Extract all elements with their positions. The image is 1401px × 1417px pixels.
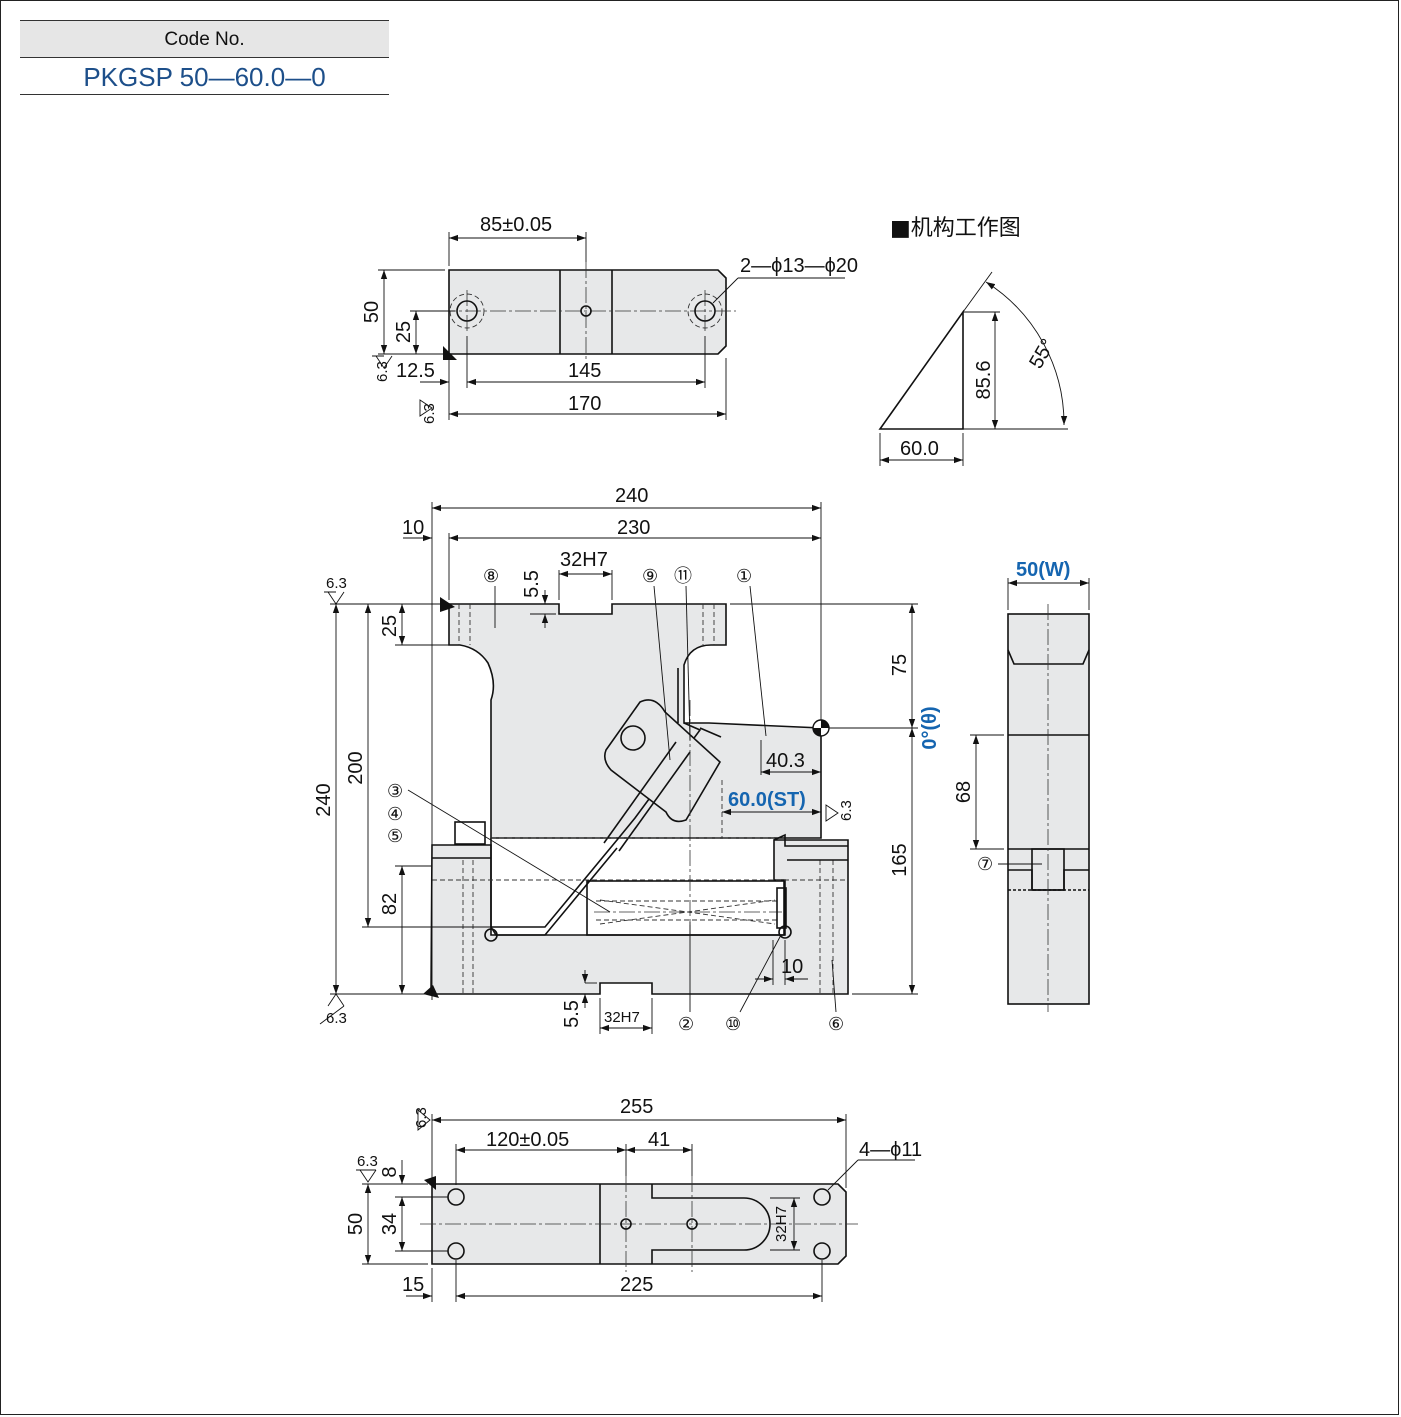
dim-82: 82 <box>379 893 401 915</box>
dim-32h7-bottom: 32H7 <box>604 1009 640 1026</box>
dim-12-5: 12.5 <box>396 360 435 382</box>
dim-32h7-top: 32H7 <box>560 549 608 571</box>
dim-34: 34 <box>379 1213 401 1235</box>
bottom-hole-callout: 4—ϕ11 <box>859 1139 922 1161</box>
part-3: ③ <box>387 781 403 802</box>
dim-60-0: 60.0 <box>900 438 939 460</box>
part-2: ② <box>678 1014 694 1035</box>
part-7: ⑦ <box>977 854 993 875</box>
dim-240-top: 240 <box>615 485 648 507</box>
side-view: 50(W) 68 ⑦ <box>953 559 1090 1012</box>
dim-8: 8 <box>379 1166 401 1177</box>
bottom-view: 255 120±0.05 41 50 34 8 32H7 15 225 4—ϕ1… <box>345 1096 922 1302</box>
dim-170: 170 <box>568 393 601 415</box>
dim-25-front: 25 <box>379 615 401 637</box>
dim-5-5-bottom: 5.5 <box>561 1000 583 1028</box>
roughness-front-bottom: 6.3 <box>326 1010 347 1027</box>
roughness-bottom-2: 6.3 <box>357 1153 378 1170</box>
part-4: ④ <box>387 804 403 825</box>
dim-32h7-bottom-view: 32H7 <box>773 1206 790 1242</box>
part-10: ⑩ <box>725 1014 741 1035</box>
dim-50-bottom: 50 <box>345 1213 367 1235</box>
side-view-body <box>1007 613 1090 1005</box>
top-view: 85±0.05 50 25 12.5 145 170 2—ϕ13—ϕ20 6.3… <box>361 214 858 424</box>
link-arm <box>603 699 722 852</box>
part-labels: ⑧ ⑨ ⑪ ① ③ ④ ⑤ ② ⑩ ⑥ <box>387 566 844 1035</box>
dim-68: 68 <box>953 781 975 803</box>
part-1: ① <box>736 566 752 587</box>
dim-255: 255 <box>620 1096 653 1118</box>
dim-145: 145 <box>568 360 601 382</box>
angle-label: 0°(θ) <box>919 706 941 749</box>
part-8: ⑧ <box>483 566 499 587</box>
part-9: ⑨ <box>642 566 658 587</box>
front-view: 240 230 10 32H7 5.5 240 200 25 82 75 165… <box>313 485 941 1035</box>
dim-50: 50 <box>361 301 383 323</box>
roughness-front-top: 6.3 <box>326 575 347 592</box>
dim-85-6: 85.6 <box>973 361 995 400</box>
code-value: PKGSP 50—60.0—0 <box>20 58 389 95</box>
dim-10: 10 <box>402 517 424 539</box>
dim-120: 120±0.05 <box>486 1129 569 1151</box>
roughness-top-2: 6.3 <box>421 403 438 424</box>
part-11: ⑪ <box>674 566 692 587</box>
mechanism-diagram: ■机构工作图 85.6 60.0 55° <box>878 216 1068 466</box>
dim-165: 165 <box>889 843 911 876</box>
dim-15: 15 <box>402 1274 424 1296</box>
dim-75: 75 <box>889 654 911 676</box>
hole-callout: 2—ϕ13—ϕ20 <box>740 255 858 277</box>
mechanism-title: ■机构工作图 <box>890 216 1021 241</box>
roughness-bottom-1: 6.3 <box>413 1107 430 1128</box>
stroke-value: 60.0(ST) <box>728 789 806 811</box>
dim-25: 25 <box>393 321 415 343</box>
dim-5-5-top: 5.5 <box>521 570 543 598</box>
part-5: ⑤ <box>387 826 403 847</box>
dim-225: 225 <box>620 1274 653 1296</box>
roughness-top-1: 6.3 <box>374 361 391 382</box>
roughness-st: 6.3 <box>838 800 855 821</box>
code-label: Code No. <box>20 20 389 58</box>
dim-10-bottom: 10 <box>781 956 803 978</box>
dim-200: 200 <box>345 751 367 784</box>
top-view-body <box>448 269 727 355</box>
dim-85: 85±0.05 <box>480 214 552 236</box>
reference-symbol <box>812 719 830 737</box>
dim-230: 230 <box>617 517 650 539</box>
dim-41: 41 <box>648 1129 670 1151</box>
code-number-box: Code No. PKGSP 50—60.0—0 <box>20 20 389 95</box>
part-6: ⑥ <box>828 1014 844 1035</box>
dim-40-3: 40.3 <box>766 750 805 772</box>
dim-240-left: 240 <box>313 783 335 816</box>
side-width: 50(W) <box>1016 559 1070 581</box>
